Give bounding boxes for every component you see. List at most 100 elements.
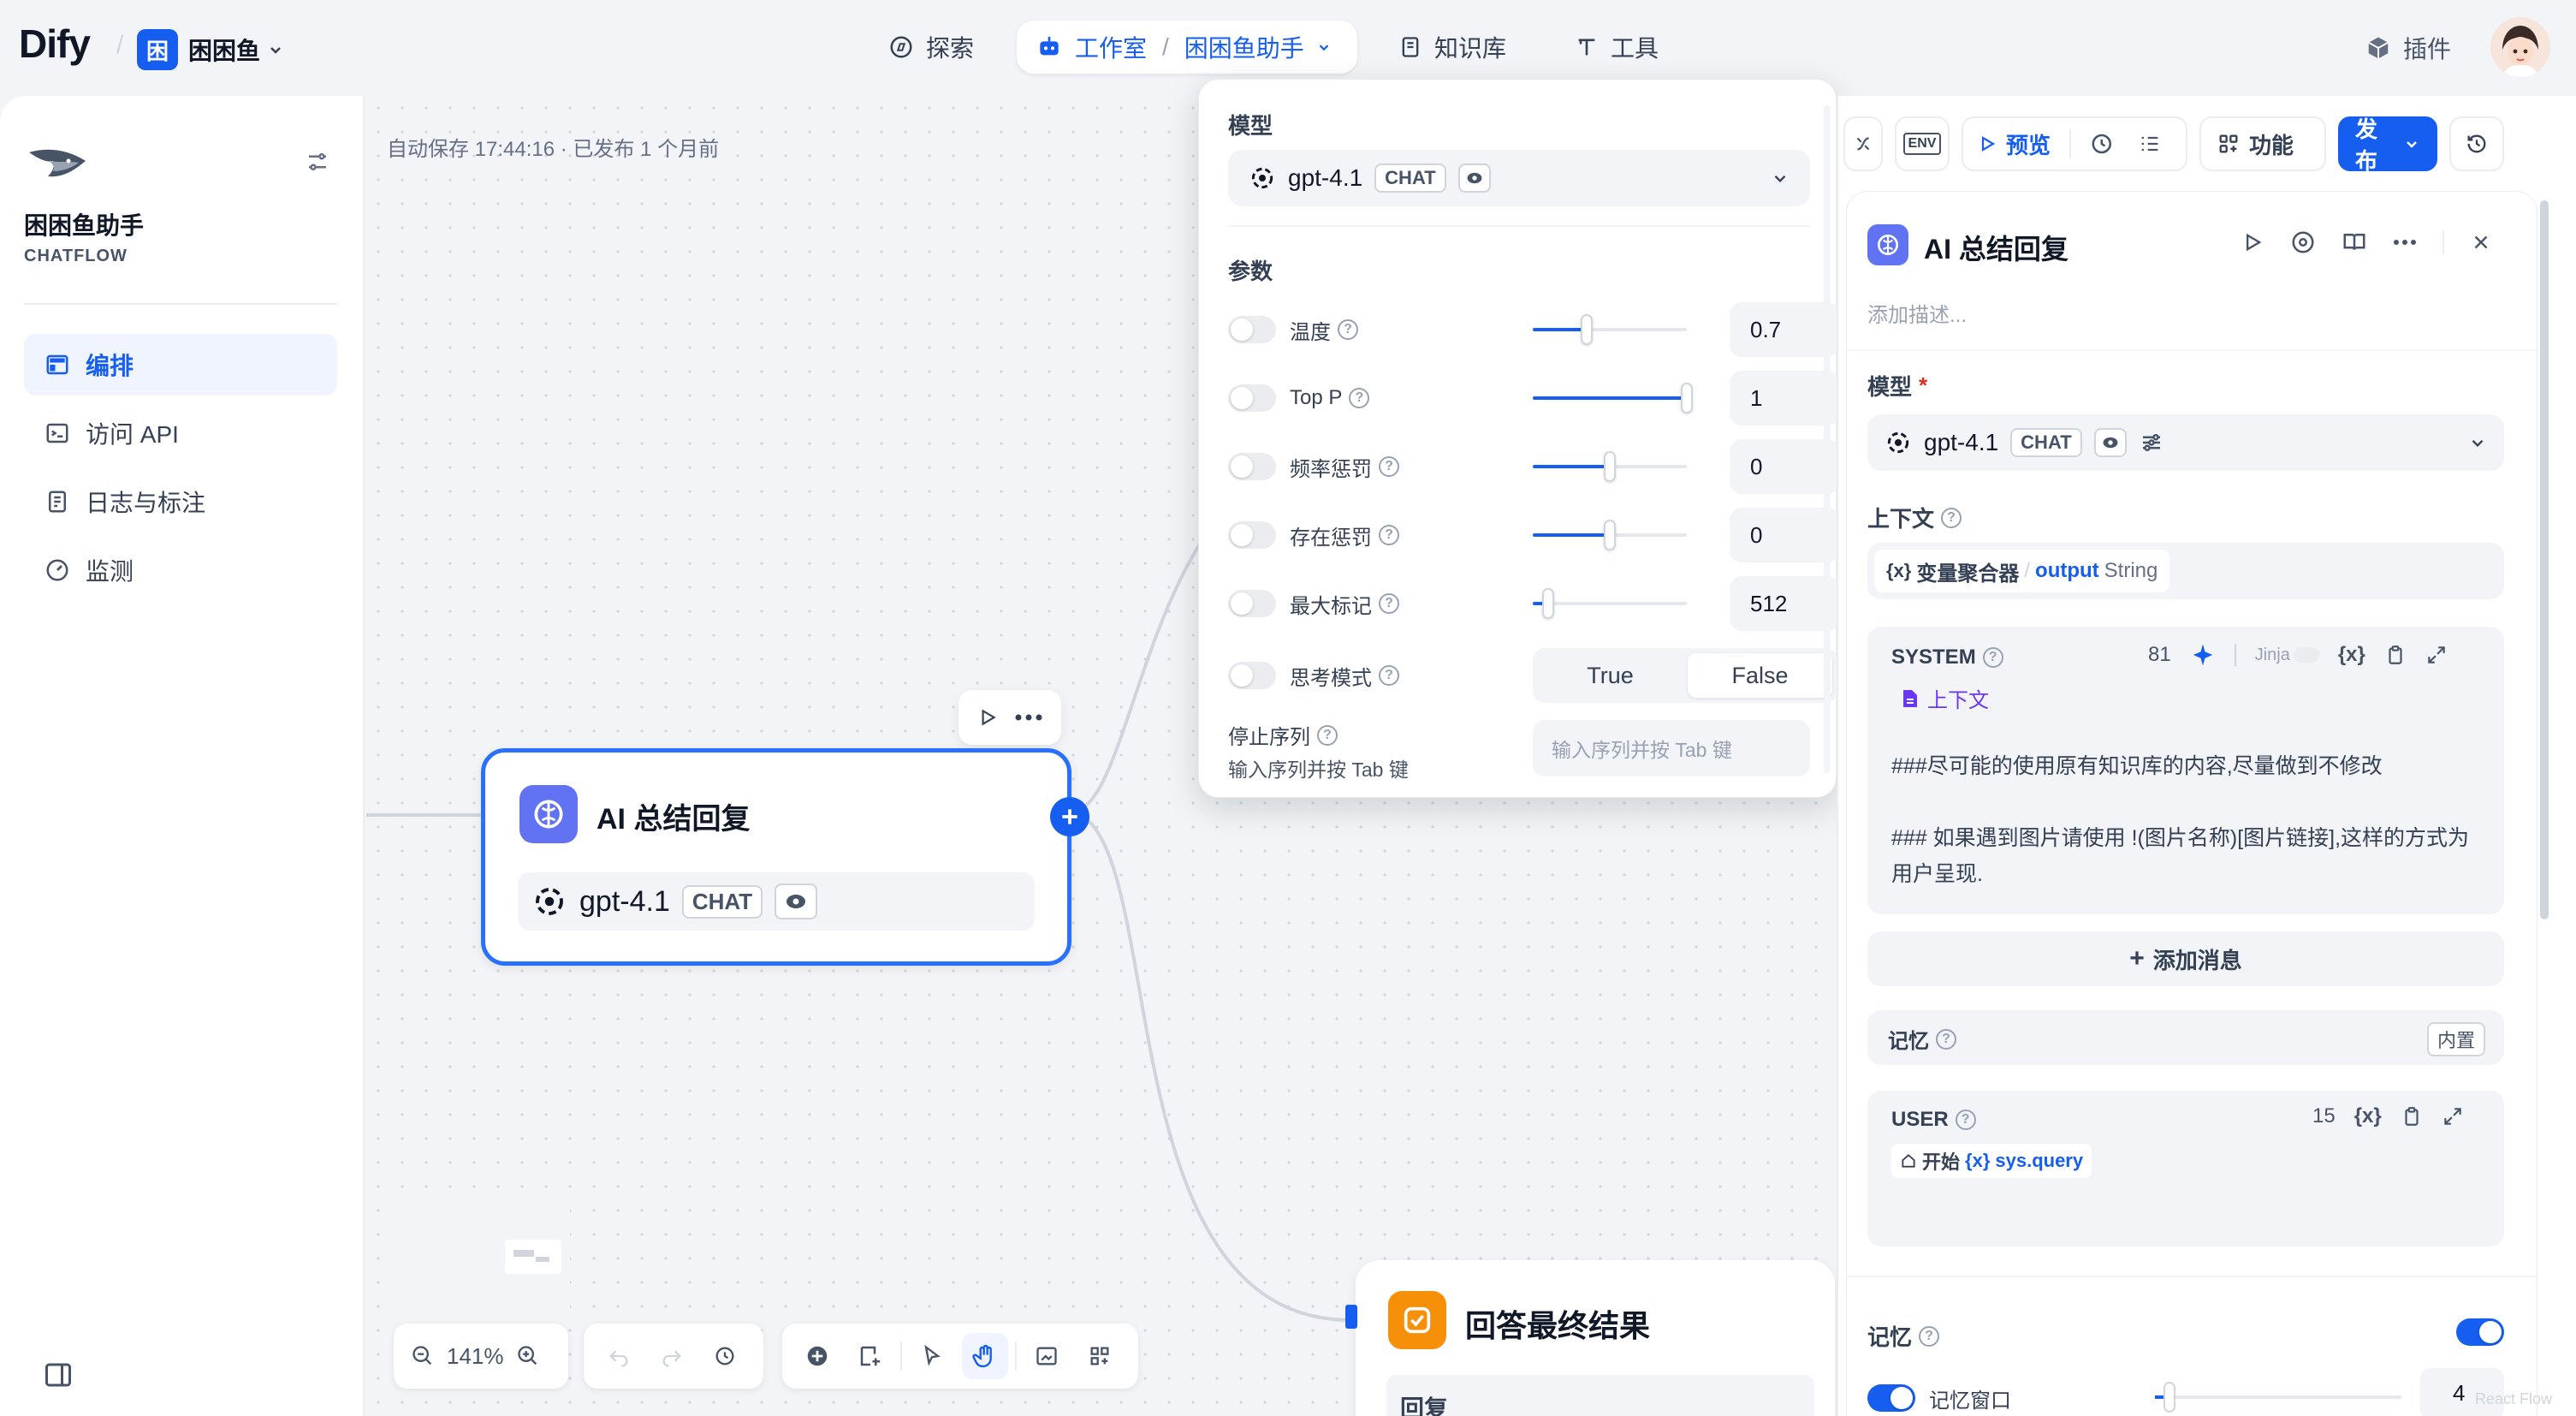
dify-logo[interactable]: Dify: [19, 21, 91, 66]
copy-icon[interactable]: [2401, 1105, 2423, 1127]
param-slider[interactable]: [1533, 451, 1687, 482]
help-icon[interactable]: ?: [1338, 319, 1358, 340]
help-icon[interactable]: ?: [1955, 1110, 1976, 1130]
thinking-false-option[interactable]: False: [1688, 653, 1832, 698]
sidebar-settings-icon[interactable]: [305, 149, 330, 175]
param-value-input[interactable]: 0.7: [1730, 302, 1839, 357]
panel-scrollbar[interactable]: [2540, 200, 2549, 919]
stop-sequence-input[interactable]: 输入序列并按 Tab 键: [1533, 720, 1810, 776]
checklist-icon[interactable]: [2138, 132, 2162, 156]
sidebar-item-api[interactable]: 访问 API: [24, 402, 337, 464]
answer-node[interactable]: 回答最终结果 回复: [1356, 1260, 1835, 1416]
panel-model-select[interactable]: gpt-4.1 CHAT: [1867, 414, 2504, 471]
help-icon[interactable]: ?: [1941, 507, 1962, 528]
zoom-level[interactable]: 141%: [447, 1342, 504, 1369]
sidebar-item-monitor[interactable]: 监测: [24, 539, 337, 601]
version-history-icon[interactable]: [2449, 116, 2504, 171]
add-message-button[interactable]: + 添加消息: [1867, 931, 2504, 986]
redo-icon[interactable]: [649, 1333, 695, 1379]
param-toggle[interactable]: [1228, 521, 1276, 549]
jinja-toggle[interactable]: Jinja: [2255, 646, 2319, 665]
nav-explore[interactable]: 探索: [870, 21, 993, 74]
add-note-icon[interactable]: [847, 1333, 893, 1379]
param-toggle[interactable]: [1228, 662, 1276, 689]
param-slider[interactable]: [1533, 588, 1687, 619]
help-circle-icon[interactable]: [2290, 229, 2316, 255]
checklist-history-icon[interactable]: [2090, 131, 2116, 157]
help-icon[interactable]: ?: [1317, 724, 1338, 746]
help-icon[interactable]: ?: [1379, 593, 1399, 614]
param-value-input[interactable]: 512: [1730, 576, 1839, 631]
add-next-node-button[interactable]: [1050, 797, 1089, 836]
llm-node[interactable]: AI 总结回复 gpt-4.1 CHAT: [481, 748, 1089, 966]
nav-studio[interactable]: 工作室 / 困困鱼助手: [1017, 21, 1357, 74]
system-prompt-editor[interactable]: SYSTEM ? 81 Jinja {x} 上下文 ###尽可能的使用原有知识库…: [1867, 627, 2504, 914]
param-toggle[interactable]: [1228, 316, 1276, 343]
sparkle-icon[interactable]: [2190, 642, 2216, 668]
workspace-avatar[interactable]: 困: [137, 29, 178, 70]
publish-button[interactable]: 发布: [2338, 116, 2437, 174]
insert-variable-icon[interactable]: {x}: [2337, 643, 2365, 666]
expand-icon[interactable]: [2442, 1105, 2464, 1127]
help-icon[interactable]: ?: [1919, 1325, 1940, 1347]
nav-knowledge[interactable]: 知识库: [1380, 21, 1525, 74]
popover-scrollbar[interactable]: [1824, 105, 1831, 773]
param-value-input[interactable]: 0: [1730, 508, 1839, 562]
param-toggle[interactable]: [1228, 384, 1276, 412]
expand-icon[interactable]: [2425, 644, 2448, 666]
insert-variable-icon[interactable]: {x}: [2353, 1104, 2382, 1127]
collapse-sidebar-icon[interactable]: [43, 1359, 74, 1390]
copy-icon[interactable]: [2384, 644, 2407, 666]
help-icon[interactable]: ?: [1936, 1028, 1956, 1050]
help-icon[interactable]: ?: [1379, 665, 1399, 686]
undo-icon[interactable]: [596, 1333, 642, 1379]
param-slider[interactable]: [1533, 314, 1687, 345]
play-icon[interactable]: [976, 706, 999, 729]
variable-icon[interactable]: [1843, 116, 1883, 171]
param-value-input[interactable]: 0: [1730, 439, 1839, 494]
panel-node-title[interactable]: AI 总结回复: [1924, 234, 2069, 265]
minimap[interactable]: [394, 1197, 570, 1320]
add-node-icon[interactable]: [794, 1333, 840, 1379]
memory-window-input[interactable]: 4: [2420, 1368, 2504, 1416]
memory-window-slider[interactable]: [2155, 1382, 2401, 1413]
popover-model-select[interactable]: gpt-4.1 CHAT: [1228, 150, 1810, 206]
workspace-switcher[interactable]: 困困鱼: [188, 33, 284, 67]
more-icon[interactable]: [2393, 239, 2417, 246]
context-variable-field[interactable]: {x} 变量聚合器 / output String: [1867, 543, 2504, 599]
thinking-true-option[interactable]: True: [1587, 662, 1634, 688]
param-toggle[interactable]: [1228, 453, 1276, 480]
zoom-out-icon[interactable]: [406, 1333, 440, 1379]
features-button[interactable]: 功能: [2199, 116, 2326, 171]
help-icon[interactable]: ?: [1349, 388, 1370, 408]
answer-node-handle[interactable]: [1345, 1305, 1357, 1329]
sliders-icon[interactable]: [2139, 430, 2164, 455]
more-icon[interactable]: [1014, 713, 1043, 722]
help-icon[interactable]: ?: [1379, 456, 1399, 477]
history-icon[interactable]: [702, 1333, 748, 1379]
description-input[interactable]: 添加描述...: [1867, 304, 1968, 327]
slider-knob[interactable]: [2163, 1382, 2175, 1413]
param-toggle[interactable]: [1228, 590, 1276, 617]
help-icon[interactable]: ?: [1982, 647, 2003, 668]
preview-button[interactable]: 预览: [1977, 128, 2051, 160]
user-avatar[interactable]: [2490, 17, 2550, 77]
memory-window-switch[interactable]: [1867, 1384, 1915, 1412]
nav-current-app[interactable]: 困困鱼助手: [1184, 35, 1304, 62]
help-icon[interactable]: ?: [1379, 525, 1399, 545]
env-button[interactable]: ENV: [1895, 116, 1950, 171]
pointer-icon[interactable]: [909, 1333, 955, 1379]
hand-icon[interactable]: [962, 1333, 1008, 1379]
user-prompt-editor[interactable]: USER ? 15 {x} 开始 {x} sys.query: [1867, 1091, 2504, 1246]
organize-icon[interactable]: [1077, 1333, 1123, 1379]
nav-tools[interactable]: 工具: [1556, 21, 1677, 74]
sidebar-item-logs[interactable]: 日志与标注: [24, 471, 337, 532]
sidebar-item-orchestrate[interactable]: 编排: [24, 334, 337, 396]
export-image-icon[interactable]: [1024, 1333, 1070, 1379]
param-value-input[interactable]: 1: [1730, 371, 1839, 425]
param-slider[interactable]: [1533, 520, 1687, 550]
plugins-button[interactable]: 插件: [2365, 31, 2451, 65]
close-icon[interactable]: [2470, 231, 2492, 253]
zoom-in-icon[interactable]: [511, 1333, 545, 1379]
memory-switch[interactable]: [2456, 1318, 2504, 1346]
